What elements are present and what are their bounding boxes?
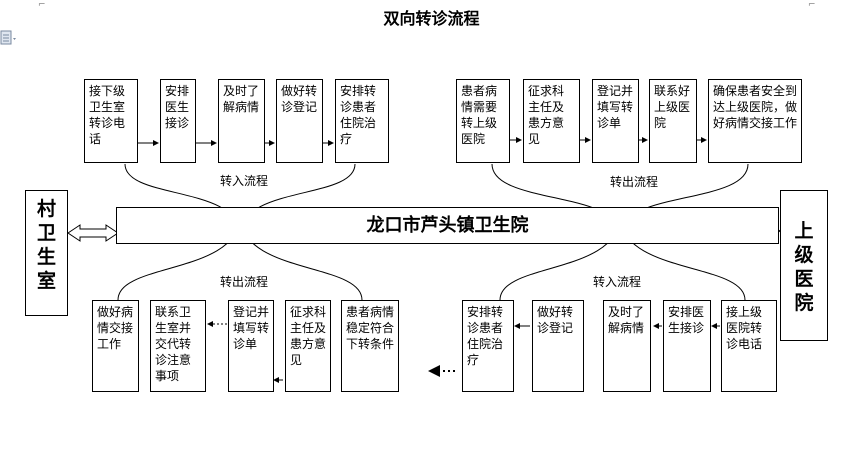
top-right-step-2: 征求科主任及患方意见 (523, 79, 580, 163)
bottom-right-step-4: 安排医生接诊 (663, 300, 711, 392)
bottom-right-step-2: 做好转诊登记 (532, 300, 584, 392)
top-left-step-1: 接下级卫生室转诊电话 (84, 79, 138, 163)
bottom-right-flow-label: 转入流程 (593, 275, 642, 289)
bottom-left-step-5: 患者病情稳定符合下转条件 (341, 300, 399, 392)
page-title: 双向转诊流程 (383, 9, 480, 28)
corner-mark-left: ⌐ (38, 0, 46, 10)
top-left-step-2: 安排医生接诊 (160, 79, 196, 163)
center-hospital-name: 龙口市芦头镇卫生院 (366, 215, 529, 236)
upper-hospital-label: 上级医院 (794, 220, 814, 314)
village-clinic-box: 村卫生室 (25, 190, 68, 316)
top-right-step-5: 确保患者安全到达上级医院，做好病情交接工作 (708, 79, 802, 163)
top-left-step-5: 安排转诊患者住院治疗 (335, 79, 389, 163)
bottom-left-step-4: 征求科主任及患方意见 (285, 300, 331, 392)
top-right-step-4: 联系好上级医院 (649, 79, 697, 163)
top-left-step-4: 做好转诊登记 (276, 79, 323, 163)
top-right-step-3: 登记并填写转诊单 (592, 79, 639, 163)
bottom-left-flow-label: 转出流程 (220, 275, 269, 289)
bottom-right-step-1: 安排转诊患者住院治疗 (462, 300, 514, 392)
corner-mark-right: ⌐ (808, 0, 816, 10)
top-left-step-3: 及时了解病情 (218, 79, 265, 163)
top-right-flow-label: 转出流程 (610, 175, 659, 189)
bottom-left-step-3: 登记并填写转诊单 (228, 300, 274, 392)
village-clinic-label: 村卫生室 (36, 198, 56, 292)
bottom-left-step-1: 做好病情交接工作 (92, 300, 139, 392)
center-hospital-bar (116, 207, 779, 244)
top-right-step-1: 患者病情需要转上级医院 (456, 79, 510, 163)
top-left-flow-label: 转入流程 (220, 174, 269, 188)
bottom-left-step-2: 联系卫生室并交代转诊注意事项 (150, 300, 206, 392)
bottom-right-step-3: 及时了解病情 (603, 300, 651, 392)
upper-hospital-box: 上级医院 (780, 190, 828, 341)
document-icon (0, 30, 16, 45)
bottom-right-step-5: 接上级医院转诊电话 (721, 300, 777, 392)
